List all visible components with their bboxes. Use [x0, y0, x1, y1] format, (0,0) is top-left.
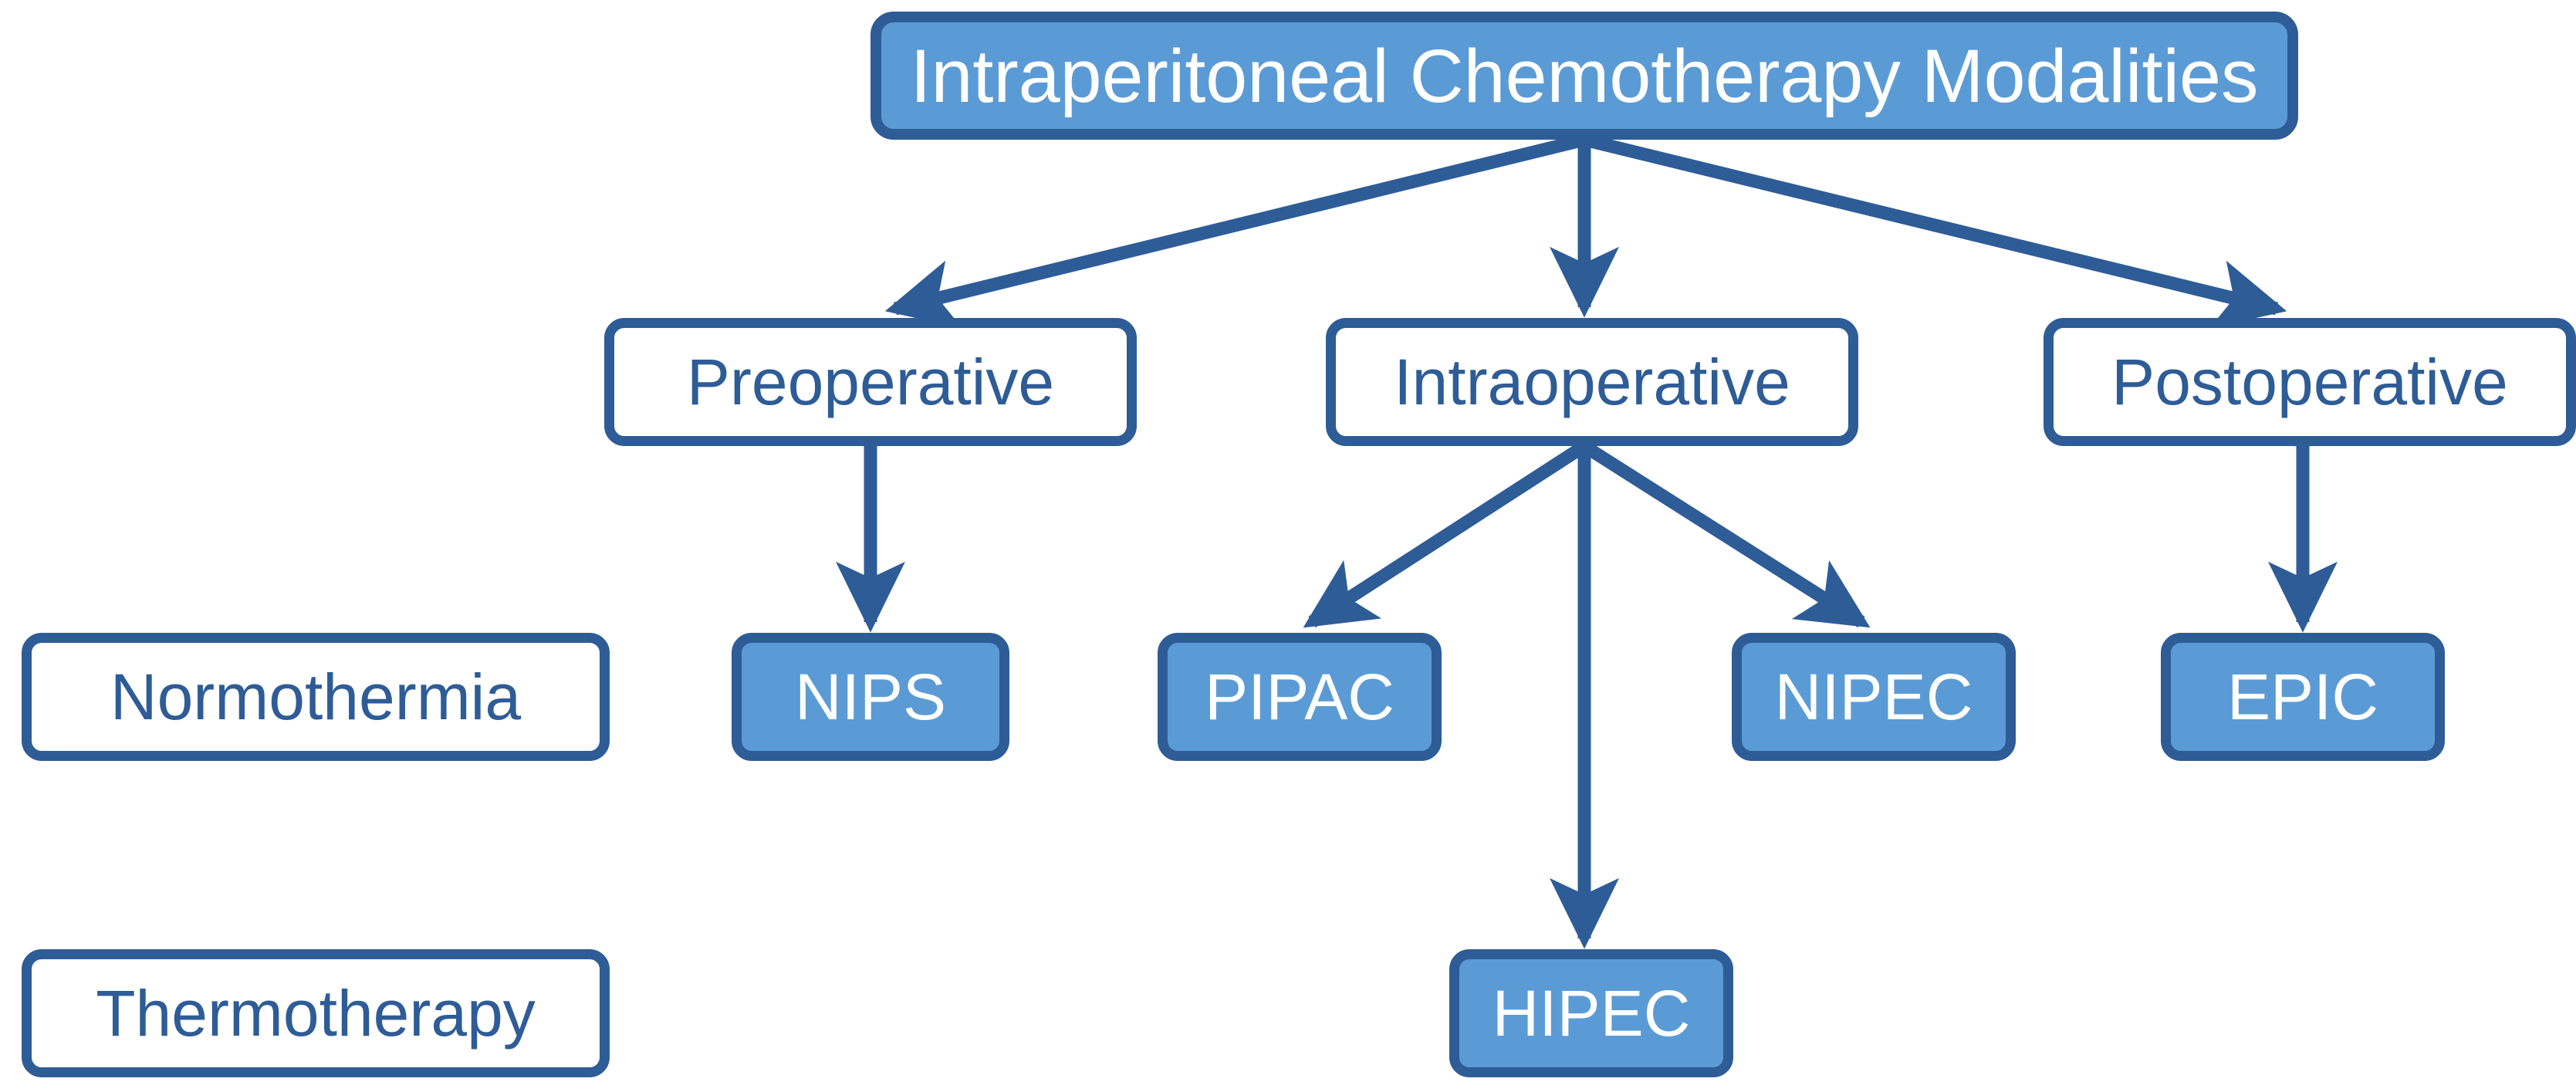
edge-root-to-preoperative	[884, 133, 1587, 329]
node-epic[interactable]: EPIC	[2161, 633, 2445, 761]
node-thermotherapy-row-label[interactable]: Thermotherapy	[22, 949, 610, 1077]
node-nips[interactable]: NIPS	[732, 633, 1009, 761]
node-postoperative[interactable]: Postoperative	[2044, 318, 2576, 446]
edge-root-to-postoperative	[1582, 133, 2287, 329]
node-intraoperative[interactable]: Intraoperative	[1326, 318, 1858, 446]
edge-intraoperative-to-nipec	[1580, 440, 1871, 628]
node-hipec[interactable]: HIPEC	[1449, 949, 1733, 1077]
node-normothermia-row-label[interactable]: Normothermia	[22, 633, 610, 761]
edge-intraoperative-to-pipac	[1303, 440, 1588, 628]
node-nipec[interactable]: NIPEC	[1732, 633, 2016, 761]
node-root-title[interactable]: Intraperitoneal Chemotherapy Modalities	[870, 12, 2298, 140]
node-pipac[interactable]: PIPAC	[1158, 633, 1442, 761]
node-preoperative[interactable]: Preoperative	[604, 318, 1137, 446]
